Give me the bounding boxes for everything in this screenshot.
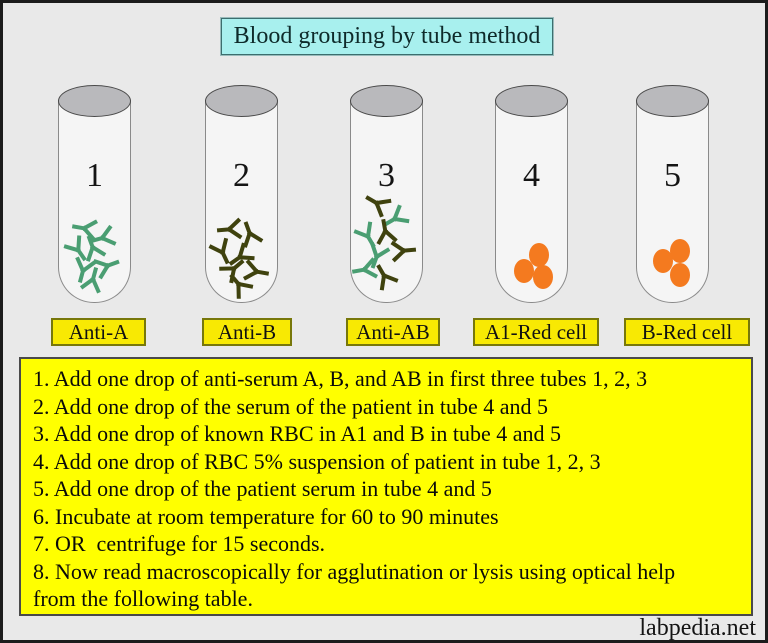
tube-label-anti-ab: Anti-AB: [346, 318, 440, 346]
tube-label-anti-b: Anti-B: [202, 318, 292, 346]
antibody-cluster-icon: [64, 216, 122, 293]
instruction-step-6: 6. Incubate at room temperature for 60 t…: [33, 503, 499, 529]
diagram-title: Blood grouping by tube method: [221, 18, 553, 55]
instruction-step-4: 4. Add one drop of RBC 5% suspension of …: [33, 448, 601, 474]
tube-number: 2: [233, 157, 250, 194]
instruction-step-5: 5. Add one drop of the patient serum in …: [33, 476, 492, 501]
tube-label-anti-a: Anti-A: [51, 318, 146, 346]
test-tube-5: 5: [636, 85, 709, 303]
antibody-cluster-icon: [209, 218, 271, 299]
instruction-step-8: 8. Now read macroscopically for agglutin…: [33, 558, 676, 584]
tube-cap: [58, 85, 131, 117]
tube-label-a1-red-cell: A1-Red cell: [473, 318, 599, 346]
tube-cap: [495, 85, 568, 117]
tube-body: [205, 100, 278, 303]
watermark: labpedia.net: [639, 615, 756, 641]
tube-number: 3: [378, 157, 395, 194]
instruction-step-2: 2. Add one drop of the serum of the pati…: [33, 393, 549, 419]
instruction-step-3: 3. Add one drop of known RBC in A1 and B…: [33, 421, 561, 446]
tube-number: 1: [86, 157, 103, 194]
instruction-step-8-continued: from the following table.: [33, 586, 253, 611]
instruction-step-1: 1. Add one drop of anti-serum A, B, and …: [33, 366, 648, 391]
test-tube-1: 1: [58, 85, 131, 303]
tube-number: 4: [523, 157, 540, 194]
tube-number: 5: [664, 157, 681, 194]
tube-label-b-red-cell: B-Red cell: [624, 318, 750, 346]
tube-cap: [205, 85, 278, 117]
instruction-step-7: 7. OR centrifuge for 15 seconds.: [33, 531, 326, 556]
tube-cap: [636, 85, 709, 117]
instructions-box: 1. Add one drop of anti-serum A, B, and …: [19, 357, 753, 616]
test-tube-3: 3: [350, 85, 423, 303]
red-cell-icon: [653, 239, 690, 287]
test-tube-2: 2: [205, 85, 278, 303]
test-tube-4: 4: [495, 85, 568, 303]
red-cell-icon: [514, 243, 553, 289]
antibody-cluster-icon: [350, 189, 417, 291]
tube-cap: [350, 85, 423, 117]
